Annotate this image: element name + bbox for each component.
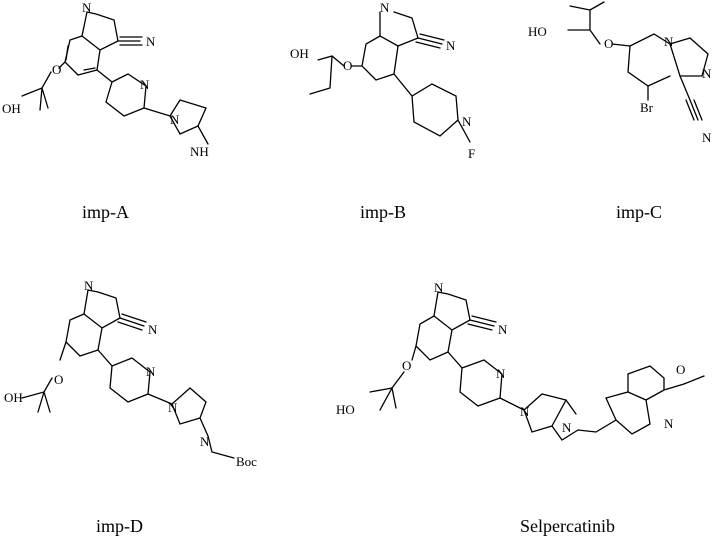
structure-imp-a: N N O OH N N NH imp-A: [2, 0, 209, 222]
atom-n: N: [498, 322, 508, 337]
atom-n: N: [146, 364, 156, 379]
atom-o: O: [604, 36, 613, 51]
atom-n: N: [84, 278, 94, 293]
caption-imp-d: imp-D: [96, 516, 143, 536]
atom-ho: HO: [528, 24, 547, 39]
atom-n: N: [702, 66, 712, 81]
atom-n: N: [664, 416, 674, 431]
atom-n: N: [434, 280, 444, 295]
atom-n: N: [496, 366, 506, 381]
atom-oh: OH: [2, 101, 21, 116]
atom-o: O: [402, 358, 411, 373]
structure-imp-b: N N O OH N F imp-B: [290, 0, 475, 222]
caption-imp-c: imp-C: [616, 202, 662, 222]
atom-boc: Boc: [236, 454, 257, 469]
structure-selpercatinib: N N O HO N N N N O Selpercatinib: [336, 280, 705, 536]
atom-br: Br: [640, 100, 654, 115]
atom-n: N: [380, 0, 390, 15]
atom-oh: OH: [4, 390, 23, 405]
atom-o: O: [54, 372, 63, 387]
structure-imp-c: N N O HO Br N imp-C: [528, 1, 712, 222]
atom-n: N: [562, 420, 572, 435]
atom-ho: HO: [336, 402, 355, 417]
atom-nh: NH: [190, 144, 209, 159]
atom-f: F: [468, 146, 475, 161]
atom-o: O: [343, 58, 352, 73]
atom-o: O: [52, 62, 61, 77]
atom-n: N: [200, 434, 210, 449]
atom-o: O: [676, 362, 685, 377]
atom-n: N: [520, 404, 530, 419]
atom-n: N: [702, 130, 712, 145]
atom-n: N: [146, 34, 156, 49]
atom-n: N: [148, 322, 158, 337]
atom-oh: OH: [290, 46, 309, 61]
atom-n: N: [82, 0, 92, 15]
structure-imp-d: N N O OH N N N Boc imp-D: [4, 278, 257, 536]
atom-n: N: [140, 77, 150, 92]
caption-imp-a: imp-A: [82, 202, 129, 222]
atom-n: N: [168, 400, 178, 415]
atom-n: N: [170, 112, 180, 127]
caption-imp-b: imp-B: [360, 202, 406, 222]
caption-selpercatinib: Selpercatinib: [520, 516, 615, 536]
atom-n: N: [664, 34, 674, 49]
atom-n: N: [446, 38, 456, 53]
atom-n: N: [462, 114, 472, 129]
